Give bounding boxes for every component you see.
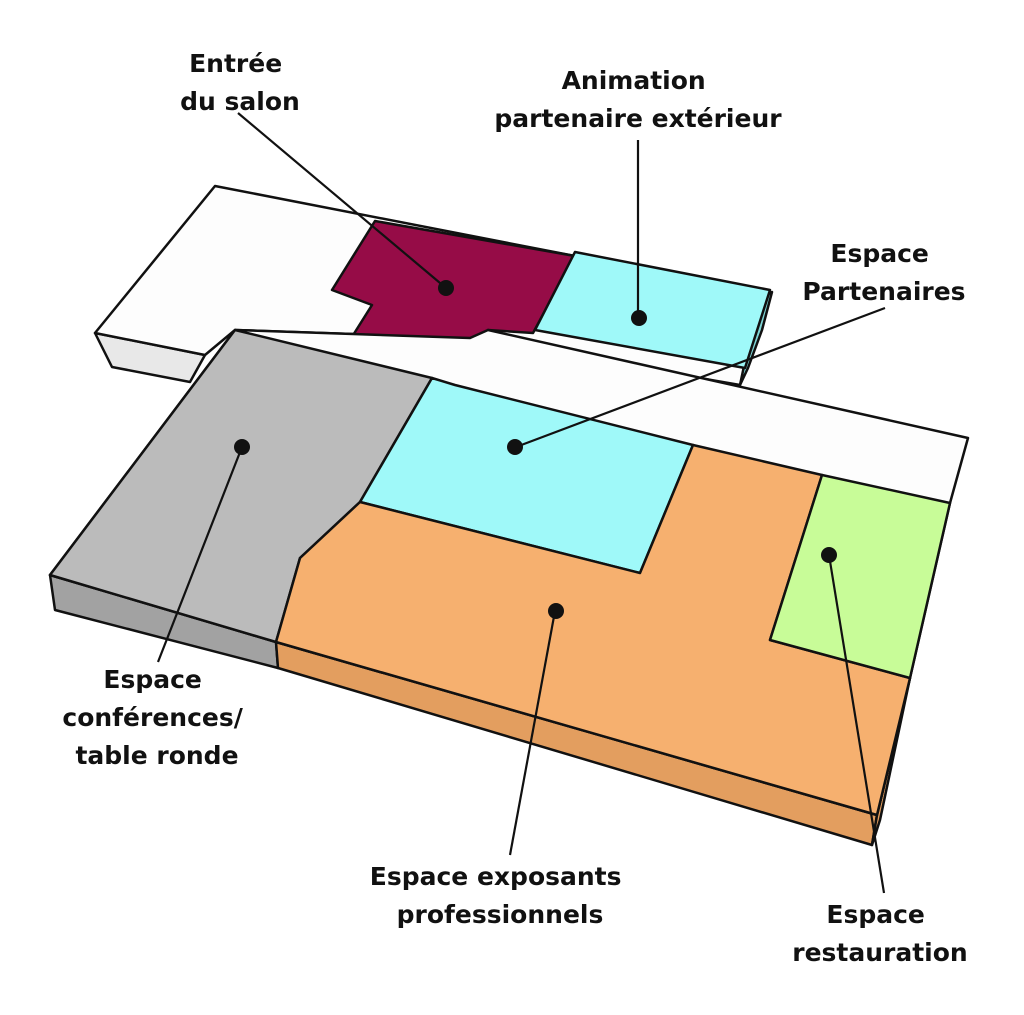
label-restauration-line-1: Espace [826,900,925,929]
label-entree: Entrée du salon [180,49,300,116]
label-animation: Animation partenaire extérieur [494,66,782,133]
label-conferences-line-2: conférences/ [62,703,243,732]
marker-dot-entree [438,280,454,296]
label-conferences-line-3: table ronde [75,741,238,770]
label-entree-line-1: Entrée [189,49,282,78]
label-entree-line-2: du salon [180,87,300,116]
marker-dot-restauration [821,547,837,563]
leader-partenaires [515,306,886,449]
label-exposants: Espace exposants professionnels [370,862,630,929]
label-restauration: Espace restauration [792,900,967,967]
label-conferences-line-1: Espace [103,665,202,694]
leader-entree [237,112,447,289]
animation-top [533,250,772,370]
label-partenaires-line-1: Espace [830,239,929,268]
marker-dot-conferences [234,439,250,455]
label-exposants-line-1: Espace exposants [370,862,622,891]
label-animation-line-1: Animation [562,66,706,95]
leader-restauration [827,554,886,894]
label-exposants-line-2: professionnels [397,900,604,929]
zone-animation-partenaire [533,250,774,387]
label-partenaires-line-2: Partenaires [802,277,965,306]
leader-exposants [508,610,557,856]
label-animation-line-2: partenaire extérieur [494,104,782,133]
marker-dot-exposants [548,603,564,619]
zone-restauration [768,473,952,680]
leader-conferences [156,446,244,663]
label-restauration-line-2: restauration [792,938,967,967]
label-conferences: Espace conférences/ table ronde [62,665,251,770]
marker-dot-animation [631,310,647,326]
label-partenaires: Espace Partenaires [802,239,965,306]
marker-dot-partenaires [507,439,523,455]
